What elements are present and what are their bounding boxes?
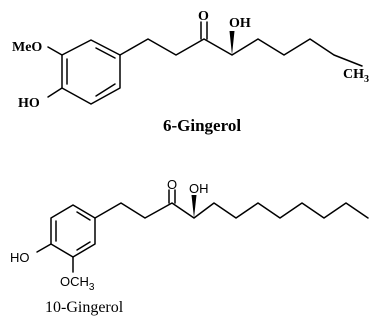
benzene-ring: [50, 204, 96, 258]
methoxy-label: OCH3: [60, 274, 95, 293]
structure-10-gingerol: HO OCH3 O OH 10-Gingerol: [10, 177, 369, 316]
ketone-oxygen-label: O: [167, 177, 177, 192]
stereo-wedge-bond: [191, 195, 197, 218]
aromatic-double-bond: [76, 211, 91, 221]
terminal-methyl-label: CH3: [343, 67, 369, 85]
methoxy-bond: [47, 46, 63, 56]
hydroxyl-label: OH: [229, 16, 251, 31]
structure-6-gingerol: MeO HO O OH CH3 6-Gingerol: [12, 9, 369, 135]
aromatic-double-bond: [76, 241, 91, 251]
carbon-chain: [94, 202, 369, 219]
structure-caption: 10-Gingerol: [45, 299, 124, 316]
hydroxy-bond: [47, 87, 63, 98]
aromatic-double-bond: [95, 83, 116, 97]
stereo-wedge-bond: [229, 31, 235, 55]
methoxy-label: MeO: [12, 40, 42, 55]
hydroxy-bond: [36, 243, 52, 253]
hydroxyl-label: OH: [189, 181, 209, 196]
ketone-oxygen-label: O: [198, 9, 209, 24]
benzene-ring: [61, 39, 121, 105]
hydroxy-label: HO: [10, 250, 30, 265]
structure-caption: 6-Gingerol: [163, 116, 241, 135]
aromatic-double-bond: [95, 47, 116, 59]
hydroxy-label: HO: [18, 96, 40, 111]
carbon-chain: [119, 38, 363, 67]
